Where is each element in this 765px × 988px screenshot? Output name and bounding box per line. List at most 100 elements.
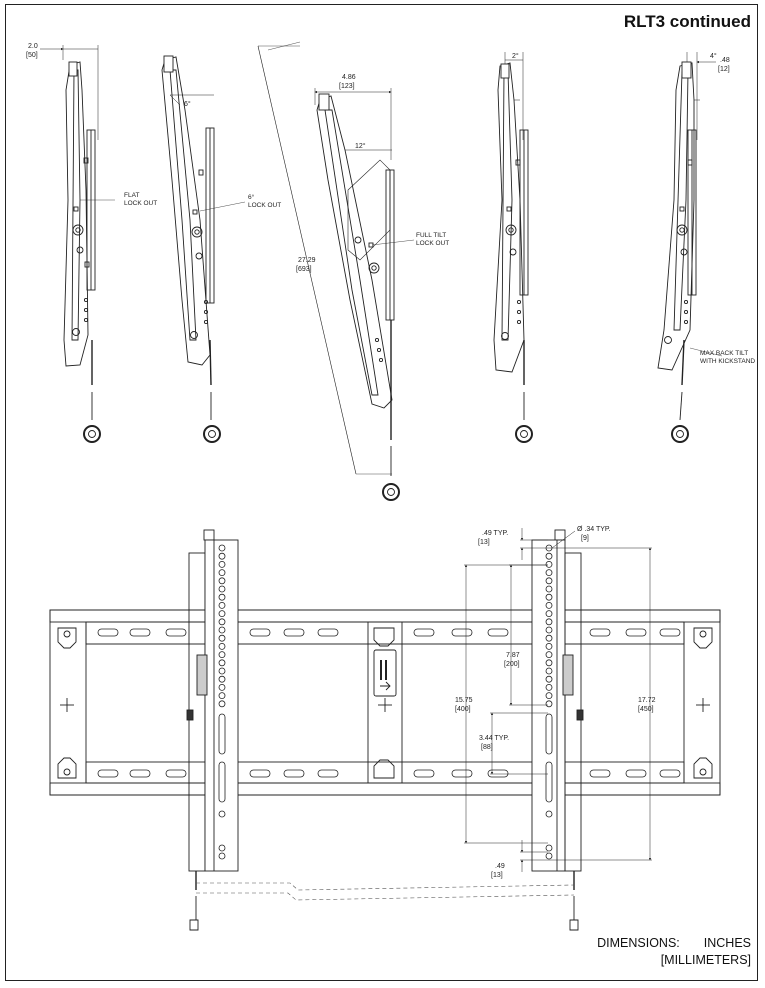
- front-dimension-lines: [464, 528, 652, 872]
- dim-200-mm: [200]: [504, 661, 520, 668]
- wall-plate-slot: [487, 628, 509, 637]
- angle-4deg: 4°: [710, 52, 717, 60]
- mount-hole: [218, 700, 226, 708]
- mount-hole: [218, 634, 226, 642]
- mount-hole: [218, 569, 226, 576]
- wall-plate-slot: [97, 628, 119, 637]
- side-view-flat: [40, 45, 115, 443]
- left-vertical-bracket: [186, 529, 239, 931]
- mount-hole: [545, 667, 553, 675]
- wall-plate-slot: [625, 628, 647, 637]
- mount-hole: [545, 844, 553, 852]
- callout-max-tilt-1: MAX BACK TILT: [700, 350, 748, 357]
- callout-max-tilt-2: WITH KICKSTAND: [700, 358, 755, 365]
- front-view-wall-plate: [49, 609, 721, 796]
- wall-plate-slot: [589, 628, 611, 637]
- mount-hole: [545, 561, 553, 568]
- mount-hole: [218, 651, 226, 658]
- mount-hole: [545, 585, 553, 593]
- mount-hole: [218, 852, 226, 860]
- dim-overall-length: 27.29: [298, 257, 316, 264]
- mount-hole: [218, 844, 226, 852]
- wall-plate-slot: [317, 628, 339, 637]
- mount-slot: [545, 761, 553, 803]
- dim-bottom-gap-mm: [13]: [491, 872, 503, 879]
- wall-plate-slot: [249, 628, 271, 637]
- mount-hole: [545, 810, 553, 818]
- wall-plate-slot: [97, 769, 119, 778]
- mount-hole: [218, 667, 226, 675]
- page-title: RLT3 continued: [623, 12, 751, 31]
- mount-hole: [218, 684, 226, 691]
- mount-hole: [545, 626, 553, 634]
- wall-plate-slot: [317, 769, 339, 778]
- wall-plate-slot: [249, 769, 271, 778]
- mount-hole: [545, 643, 553, 650]
- mount-slot: [218, 761, 226, 803]
- mount-hole: [218, 585, 226, 593]
- mount-hole: [218, 643, 226, 650]
- side-view-full-tilt: [257, 41, 415, 501]
- wall-plate-slot: [283, 628, 305, 637]
- dim-400: 15.75: [455, 697, 473, 704]
- mount-hole: [218, 593, 226, 601]
- mount-hole: [218, 610, 226, 617]
- wall-plate-slot: [129, 628, 151, 637]
- dim-450-mm: [450]: [638, 706, 654, 713]
- dim-full-tilt-top: 4.86: [342, 74, 356, 81]
- callout-6deg-lock-1: 6°: [248, 193, 255, 201]
- mount-hole: [218, 675, 226, 683]
- mount-hole: [545, 675, 553, 683]
- dim-200: 7.87: [506, 652, 520, 659]
- safety-cable-dashed-2: [196, 892, 575, 901]
- dim-flat-top: 2.0: [28, 43, 38, 50]
- dim-hole-diameter-mm: [9]: [581, 535, 589, 542]
- mount-hole: [545, 634, 553, 642]
- dim-full-tilt-top-mm: [123]: [339, 83, 355, 90]
- right-vertical-bracket: [531, 529, 584, 931]
- mount-slot: [218, 713, 226, 755]
- dim-back-tilt-mm: [12]: [718, 66, 730, 73]
- wall-plate-slot: [283, 769, 305, 778]
- wall-plate-slot: [625, 769, 647, 778]
- wall-plate-slot: [165, 628, 187, 637]
- right-bracket-holes: [545, 544, 553, 860]
- mount-slot: [545, 713, 553, 755]
- dim-hole-spacing-mm: [13]: [478, 539, 490, 546]
- dim-bottom-gap: .49: [495, 863, 505, 870]
- mount-hole: [545, 852, 553, 860]
- callout-full-tilt-1: FULL TILT: [416, 232, 446, 239]
- side-view-6deg: [161, 55, 246, 443]
- mount-hole: [218, 577, 226, 585]
- safety-cable-dashed: [196, 882, 575, 891]
- dim-back-tilt: .48: [720, 57, 730, 64]
- wall-plate-slot: [451, 628, 473, 637]
- mount-hole: [218, 659, 226, 667]
- mount-hole: [545, 659, 553, 667]
- callout-flat-lock-1: FLAT: [124, 192, 139, 199]
- mount-hole: [218, 561, 226, 568]
- mount-hole: [545, 593, 553, 601]
- wall-plate-slot: [165, 769, 187, 778]
- side-view-4deg: [657, 52, 723, 443]
- dim-slot-spacing: 3.44 TYP.: [479, 735, 509, 742]
- dim-overall-length-mm: [693]: [296, 266, 312, 273]
- dim-450: 17.72: [638, 697, 656, 704]
- front-view-slots: [97, 628, 681, 778]
- callout-flat-lock-2: LOCK OUT: [124, 200, 157, 207]
- mount-hole: [545, 651, 553, 658]
- callout-6deg-lock-2: LOCK OUT: [248, 202, 281, 209]
- mount-hole: [545, 602, 553, 609]
- wall-plate-slot: [487, 769, 509, 778]
- callout-full-tilt-2: LOCK OUT: [416, 240, 449, 247]
- mount-hole: [218, 810, 226, 818]
- mount-hole: [218, 544, 226, 552]
- angle-2deg: 2°: [512, 52, 519, 60]
- wall-plate-slot: [413, 769, 435, 778]
- side-view-2deg: [493, 52, 533, 443]
- units-primary: INCHES: [703, 936, 751, 950]
- mount-hole: [218, 602, 226, 609]
- left-bracket-holes: [218, 544, 226, 860]
- dim-slot-spacing-mm: [88]: [481, 744, 493, 751]
